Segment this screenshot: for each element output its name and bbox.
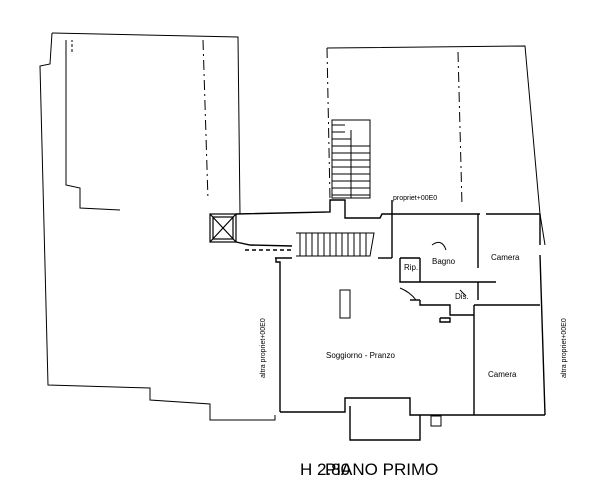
title-floor: PIANO PRIMO bbox=[325, 460, 438, 479]
title-height: H 2.80 bbox=[300, 460, 350, 479]
lower-stair bbox=[296, 232, 375, 257]
apartment-walls bbox=[235, 199, 546, 441]
shaft bbox=[209, 213, 237, 243]
label-bagno: Bagno bbox=[432, 257, 456, 266]
label-altra-left: altra propriet+00E0 bbox=[260, 318, 267, 378]
label-dis: Dis. bbox=[455, 292, 469, 301]
fixtures bbox=[339, 241, 467, 427]
right-building-outline bbox=[326, 45, 546, 246]
label-altra-right: altra propriet+00E0 bbox=[561, 318, 568, 378]
left-building-outline bbox=[39, 32, 276, 421]
upper-stair bbox=[331, 119, 371, 199]
label-camera-bottom: Camera bbox=[488, 370, 517, 379]
label-camera-top: Camera bbox=[491, 253, 520, 262]
label-rip: Rip. bbox=[404, 263, 418, 272]
label-soggiorno: Soggiorno - Pranzo bbox=[326, 351, 395, 360]
label-proprieta-top: propriet+00E0 bbox=[393, 195, 437, 202]
